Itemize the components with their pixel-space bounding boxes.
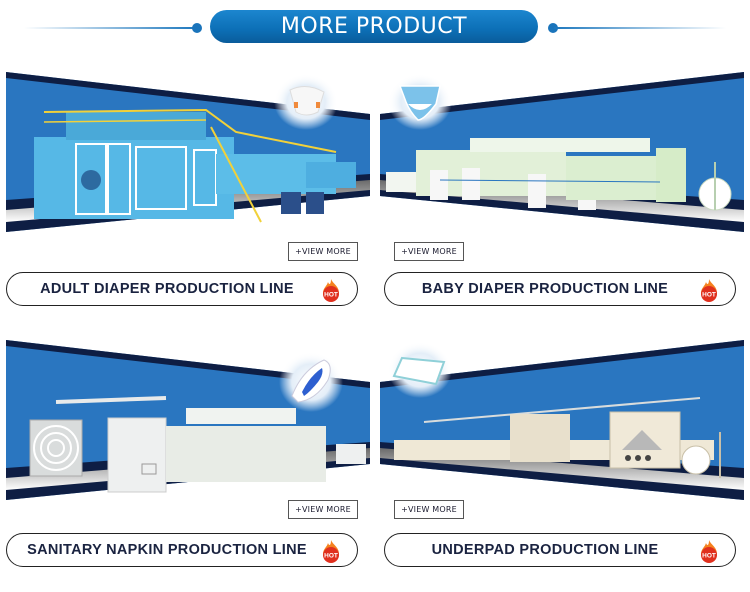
product-image-sanitary-napkin[interactable] (6, 340, 370, 506)
product-title-label: ADULT DIAPER PRODUCTION LINE (40, 281, 294, 297)
hot-badge-icon: HOT (701, 540, 717, 563)
view-more-button-underpad[interactable]: +VIEW MORE (394, 500, 464, 519)
svg-text:HOT: HOT (702, 553, 716, 560)
product-image-underpad[interactable] (380, 340, 744, 506)
product-image-baby-diaper[interactable] (380, 72, 744, 238)
header-divider-right (554, 27, 726, 29)
baby-diaper-machine-image (380, 72, 744, 232)
product-image-adult-diaper[interactable] (6, 72, 370, 238)
product-title-label: SANITARY NAPKIN PRODUCTION LINE (27, 542, 307, 558)
hot-badge-icon: HOT (323, 279, 339, 302)
hot-badge-icon: HOT (701, 279, 717, 302)
hot-badge-icon: HOT (323, 540, 339, 563)
adult-diaper-machine-image (6, 72, 370, 232)
view-more-button-adult-diaper[interactable]: +VIEW MORE (288, 242, 358, 261)
view-more-button-baby-diaper[interactable]: +VIEW MORE (394, 242, 464, 261)
header-dot-right (548, 23, 558, 33)
svg-text:HOT: HOT (324, 292, 338, 299)
svg-text:HOT: HOT (324, 553, 338, 560)
product-title-underpad[interactable]: UNDERPAD PRODUCTION LINE HOT (384, 533, 736, 567)
view-more-button-sanitary-napkin[interactable]: +VIEW MORE (288, 500, 358, 519)
header-dot-left (192, 23, 202, 33)
svg-text:HOT: HOT (702, 292, 716, 299)
sanitary-napkin-machine-image (6, 340, 370, 500)
underpad-machine-image (380, 340, 744, 500)
product-title-sanitary-napkin[interactable]: SANITARY NAPKIN PRODUCTION LINE HOT (6, 533, 358, 567)
header-divider-left (24, 27, 196, 29)
product-title-label: BABY DIAPER PRODUCTION LINE (421, 281, 669, 297)
section-title: MORE PRODUCT (210, 10, 538, 43)
product-title-adult-diaper[interactable]: ADULT DIAPER PRODUCTION LINE HOT (6, 272, 358, 306)
product-title-baby-diaper[interactable]: BABY DIAPER PRODUCTION LINE HOT (384, 272, 736, 306)
product-title-label: UNDERPAD PRODUCTION LINE (431, 542, 659, 558)
